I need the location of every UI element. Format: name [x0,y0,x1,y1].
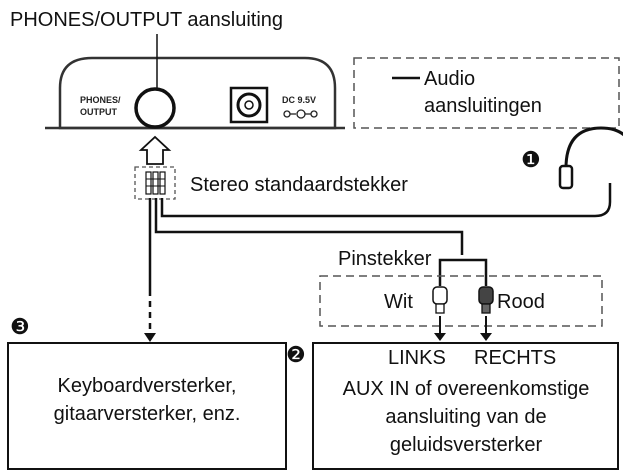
pin-plug-split [438,258,488,286]
phones-output-jack-icon [134,87,176,129]
audio-amp-text-line2: aansluiting van de [385,406,546,428]
phones-output-connector-label: PHONES/OUTPUT aansluiting [10,9,283,31]
stereo-plug-label: Stereo standaardstekker [190,174,408,196]
legend-text-line2: aansluitingen [424,95,542,117]
jack-label-line2: OUTPUT [80,107,118,117]
red-plug-label: Rood [497,291,545,313]
legend-box [353,57,620,129]
red-plug-icon [478,286,494,314]
audio-amp-text-line3: geluidsversterker [390,434,543,456]
legend-text-line1: Audio [424,68,475,90]
keyboard-amp-box [7,342,287,470]
right-channel-label: RECHTS [474,347,556,369]
audio-amp-box [312,342,619,470]
pin-plug-label: Pinstekker [338,248,432,270]
audio-amp-text-line1: AUX IN of overeenkomstige [343,378,590,400]
stereo-plug-icon [145,171,166,195]
keyboard-amp-text-line1: Keyboardversterker, [58,375,237,397]
pin-plug-cable [154,198,464,255]
dc-jack-icon [229,86,269,124]
keyboard-amp-marker: ❸ [10,314,30,339]
left-channel-label: LINKS [388,347,446,369]
headphones-icon [558,126,623,190]
arrow-left-channel-icon [434,316,446,341]
up-arrow-icon [138,135,172,165]
keyboard-amp-text-line2: gitaarversterker, enz. [54,403,241,425]
white-plug-icon [432,286,448,314]
white-plug-label: Wit [384,291,413,313]
jack-label-line1: PHONES/ [80,95,121,105]
pin-plug-frame [319,275,603,327]
audio-amp-marker: ❷ [286,342,306,367]
dc-label: DC 9.5V [282,95,316,105]
polarity-icon [283,109,318,119]
keyboard-amp-cable [144,198,156,342]
headphones-cable [160,183,612,218]
headphones-marker: ❶ [521,147,541,172]
arrow-right-channel-icon [480,316,492,341]
